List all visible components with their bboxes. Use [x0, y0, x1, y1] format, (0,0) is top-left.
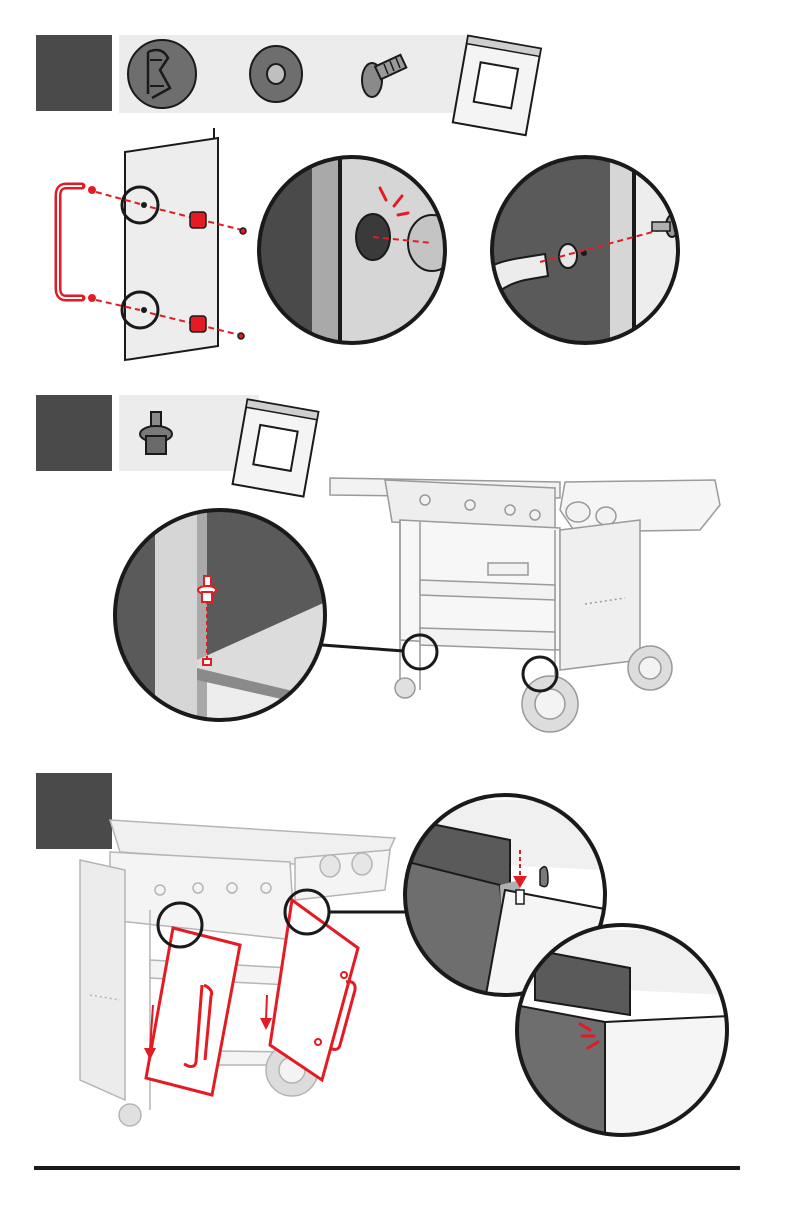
hardware-bag-icon — [453, 36, 541, 136]
hardware-bag-icon — [233, 399, 319, 496]
screw-icon — [362, 55, 406, 97]
latch-insert-detail — [250, 150, 456, 350]
latch-insert-icon — [128, 40, 196, 108]
washer-icon — [250, 46, 302, 102]
footer-rule — [34, 1166, 740, 1170]
callout-leader — [322, 645, 404, 651]
handle-screw-detail — [456, 150, 690, 360]
pin-insertion-detail — [115, 510, 330, 720]
door-panel-handle-assembly — [58, 128, 246, 360]
door-closed-detail — [515, 925, 730, 1140]
left-door — [144, 928, 240, 1095]
door-pin-icon — [140, 412, 172, 454]
cart-overview — [330, 478, 720, 732]
